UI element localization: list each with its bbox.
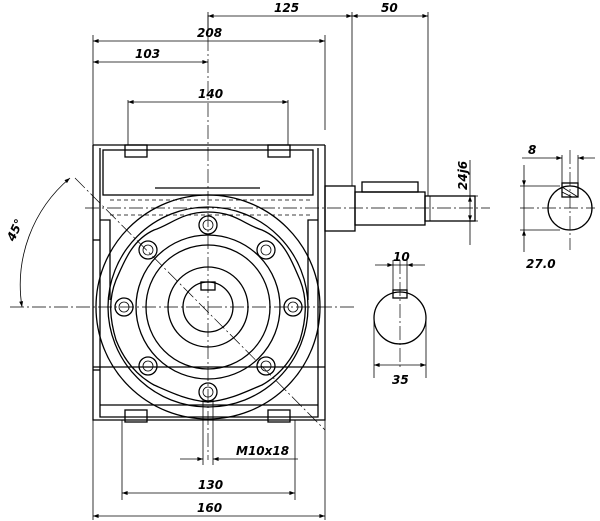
dim-208: 208 — [197, 26, 222, 40]
bolt-hole — [138, 356, 158, 376]
bolt-hole — [283, 297, 303, 317]
input-shaft — [324, 181, 476, 232]
bolt-hole — [114, 297, 134, 317]
shaft-section — [520, 155, 593, 231]
dim-130: 130 — [198, 478, 223, 492]
bolt-hole — [256, 240, 276, 260]
bolt-hole — [198, 382, 218, 402]
gearbox-housing — [92, 144, 326, 423]
dim-27: 27.0 — [526, 257, 556, 271]
dim-10: 10 — [393, 250, 410, 264]
dim-24j6: 24j6 — [456, 161, 470, 190]
bolt-hole — [198, 215, 218, 235]
dim-50: 50 — [381, 1, 398, 15]
bolt-hole — [138, 240, 158, 260]
dim-125: 125 — [274, 1, 299, 15]
dim-angle-45: 45° — [4, 217, 27, 244]
dim-8: 8 — [528, 143, 536, 157]
center-lines — [10, 15, 595, 460]
dimension-lines — [19, 14, 595, 518]
dim-m10x18: M10x18 — [236, 444, 289, 458]
dim-140: 140 — [198, 87, 223, 101]
flange-face — [95, 194, 321, 420]
bolt-hole — [256, 356, 276, 376]
dim-103: 103 — [135, 47, 160, 61]
dimension-labels: 125 50 208 103 140 45° 24j6 10 35 8 27.0… — [4, 1, 556, 515]
dim-35: 35 — [392, 373, 409, 387]
bolt-holes — [114, 215, 303, 402]
dim-160: 160 — [197, 501, 222, 515]
